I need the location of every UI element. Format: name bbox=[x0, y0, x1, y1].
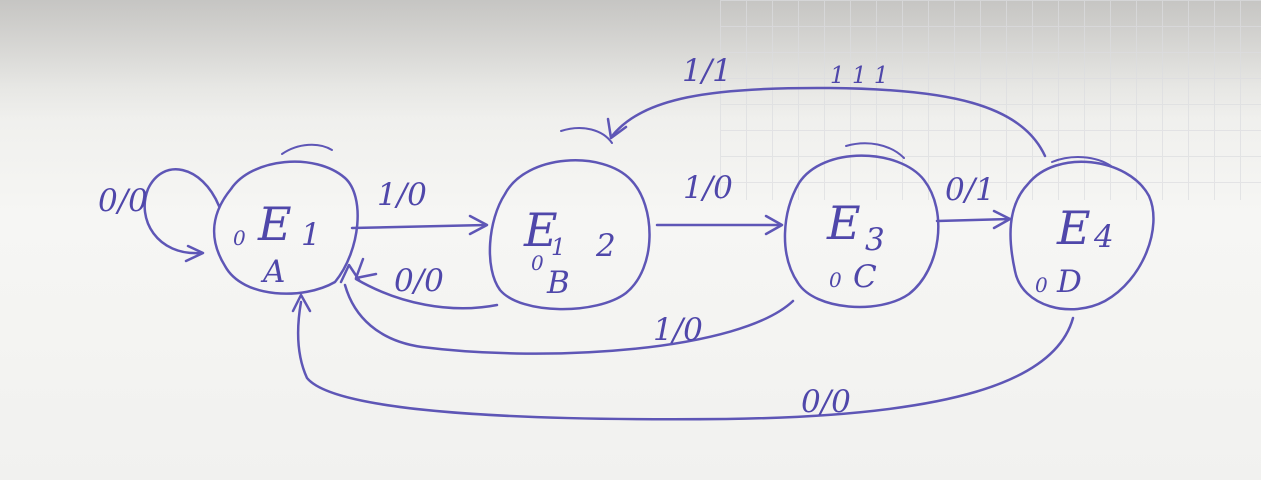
transition-b-to-a: 0/0 bbox=[354, 257, 499, 310]
state-c: E 3 0 C bbox=[783, 142, 940, 309]
b-to-a-arc bbox=[354, 277, 499, 310]
c-to-d-line bbox=[935, 217, 1012, 223]
state-b-mark: 0 bbox=[531, 251, 544, 275]
state-d-letter: D bbox=[1056, 264, 1082, 300]
state-c-letter: C bbox=[853, 259, 877, 295]
d-to-b-label: 1/1 bbox=[682, 53, 732, 89]
self-loop-arc bbox=[143, 168, 221, 255]
state-a-extra: 1 bbox=[301, 217, 321, 253]
state-b: E 1 2 0 B bbox=[488, 127, 651, 311]
a-to-b-label: 1/0 bbox=[377, 177, 427, 213]
transition-a-to-b: 1/0 bbox=[350, 177, 489, 236]
transition-d-to-b: 1/1 1 1 1 bbox=[606, 53, 1047, 158]
state-a-mark: 0 bbox=[233, 226, 246, 250]
state-d-name: E bbox=[1056, 201, 1091, 255]
state-a-circle bbox=[212, 160, 359, 295]
a-to-b-arrowhead bbox=[468, 214, 489, 236]
state-a-letter: A bbox=[260, 254, 285, 290]
self-loop-label: 0/0 bbox=[98, 183, 148, 219]
state-d-index: 4 bbox=[1093, 219, 1114, 255]
state-c-mark: 0 bbox=[829, 268, 842, 292]
transition-b-to-c: 1/0 bbox=[655, 170, 784, 236]
state-c-index: 3 bbox=[865, 222, 885, 258]
state-a: 0 E 1 A bbox=[212, 143, 359, 295]
d-to-a-label: 0/0 bbox=[801, 384, 851, 420]
margin-note: 1 1 1 bbox=[830, 63, 889, 89]
c-to-d-arrowhead bbox=[992, 209, 1012, 230]
self-loop-arrowhead bbox=[184, 244, 205, 263]
state-a-name: E bbox=[257, 197, 292, 251]
b-to-c-arrowhead bbox=[764, 214, 784, 236]
state-b-index: 1 bbox=[551, 235, 566, 261]
state-d-mark: 0 bbox=[1035, 273, 1048, 297]
transition-d-to-a: 0/0 bbox=[291, 293, 1075, 421]
transition-c-to-d: 0/1 bbox=[935, 172, 1012, 230]
d-to-b-arc bbox=[610, 86, 1047, 158]
state-d-double-mark bbox=[1051, 156, 1112, 167]
state-a-double-mark bbox=[281, 143, 333, 155]
state-b-letter: B bbox=[546, 265, 570, 301]
state-b-extra: 2 bbox=[595, 228, 616, 264]
state-b-circle bbox=[488, 159, 651, 311]
d-to-a-arc bbox=[296, 300, 1075, 421]
c-to-a-label: 1/0 bbox=[653, 312, 703, 348]
transition-c-to-a: 1/0 bbox=[339, 263, 795, 355]
grid-paper bbox=[720, 0, 1261, 200]
a-to-b-line bbox=[350, 223, 488, 230]
c-to-a-arrowhead bbox=[339, 263, 361, 284]
state-d: E 4 0 D bbox=[1009, 156, 1155, 311]
d-to-b-arrowhead bbox=[606, 117, 628, 140]
transition-self-loop: 0/0 bbox=[98, 168, 221, 263]
d-to-a-arrowhead bbox=[291, 293, 312, 313]
state-c-circle bbox=[783, 154, 940, 309]
state-c-name: E bbox=[826, 196, 861, 250]
state-b-double-mark bbox=[560, 127, 613, 144]
state-c-double-mark bbox=[845, 142, 905, 159]
b-to-a-arrowhead bbox=[354, 257, 378, 280]
b-to-c-label: 1/0 bbox=[683, 170, 733, 206]
state-b-name: E bbox=[523, 203, 558, 257]
b-to-a-label: 0/0 bbox=[394, 263, 444, 299]
c-to-a-arc bbox=[343, 283, 795, 355]
c-to-d-label: 0/1 bbox=[945, 172, 995, 208]
